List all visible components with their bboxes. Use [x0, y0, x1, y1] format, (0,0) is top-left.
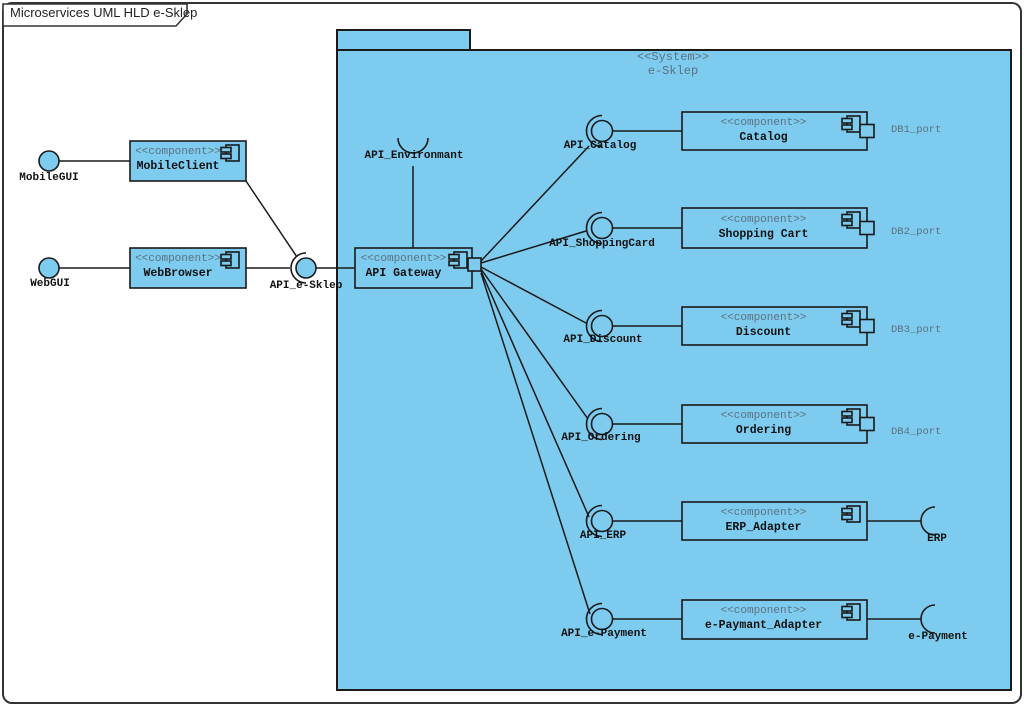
component-box-catalog — [681, 111, 868, 151]
component-name-apigateway: API Gateway — [365, 267, 442, 280]
connector-gateway-apishoppingcard — [480, 230, 587, 264]
stereotype-mobileclient: <<component>> — [135, 146, 221, 158]
socket-arc-e-payment — [920, 604, 936, 634]
port-square-db1 — [859, 123, 875, 139]
connector-gateway-apicatalog — [480, 145, 590, 262]
stereotype-apigateway: <<component>> — [360, 253, 447, 265]
stereotype-catalog: <<component>> — [720, 117, 807, 129]
interface-label-api-catalog: API_Catalog — [563, 140, 637, 152]
component-box-ordering — [681, 404, 868, 444]
interface-label-e-payment: e-Payment — [908, 631, 968, 643]
port-label-db1: DB1_port — [891, 124, 942, 136]
stereotype-erpadapter: <<component>> — [720, 507, 807, 519]
port-square-db2 — [859, 220, 875, 236]
port-label-db2: DB2_port — [891, 226, 942, 238]
actor-ball-webgui — [38, 257, 60, 279]
socket-arc-api-shoppingcard — [585, 211, 603, 245]
frame-title-tab — [2, 3, 188, 27]
socket-arc-api-ordering — [585, 407, 603, 441]
interface-label-erp: ERP — [927, 533, 947, 545]
connector-gateway-apidiscount — [480, 266, 587, 324]
interface-ball-api-erp — [590, 509, 614, 533]
socket-arc-api-environmant — [397, 137, 429, 154]
component-name-mobileclient: MobileClient — [136, 160, 220, 173]
connector-mobileclient-apiesklep — [245, 180, 298, 258]
component-box-erpadapter — [681, 501, 868, 541]
interface-ball-api-e-payment — [590, 607, 614, 631]
port-label-db4: DB4_port — [891, 426, 942, 438]
interface-ball-api-shoppingcard — [590, 216, 614, 240]
component-box-discount — [681, 306, 868, 346]
connector-gateway-apierp — [480, 270, 590, 518]
socket-arc-api-catalog — [585, 114, 603, 148]
system-name: e-Sklep — [647, 64, 699, 78]
interface-ball-api-ordering — [590, 412, 614, 436]
socket-arc-erp — [920, 506, 936, 536]
port-square-db3 — [859, 318, 875, 334]
component-box-shoppingcart — [681, 207, 868, 249]
component-name-epaymantadapter: e-Paymant_Adapter — [704, 619, 823, 632]
interface-label-api-ordering: API_Ordering — [561, 432, 641, 444]
interface-ball-api-discount — [590, 314, 614, 338]
actor-ball-mobilegui — [38, 150, 60, 172]
interface-label-api-e-payment: API_e-Payment — [561, 628, 647, 640]
socket-arc-api-e-sklep — [290, 252, 307, 284]
actor-label-mobilegui: MobileGUI — [19, 172, 79, 184]
stereotype-webbrowser: <<component>> — [135, 253, 221, 265]
component-name-erpadapter: ERP_Adapter — [725, 521, 802, 534]
system-package-tab — [336, 29, 471, 51]
interface-label-api-e-sklep: API_e-Sklep — [269, 280, 343, 292]
socket-arc-api-e-payment — [585, 602, 603, 636]
interface-label-api-shoppingcard: API_ShoppingCard — [549, 238, 655, 250]
component-name-catalog: Catalog — [739, 131, 788, 144]
interface-ball-api-catalog — [590, 119, 614, 143]
stereotype-discount: <<component>> — [720, 312, 807, 324]
component-name-discount: Discount — [735, 326, 792, 339]
port-square-gateway — [467, 257, 482, 272]
connector-gateway-apiepayment — [480, 272, 591, 615]
stereotype-epaymantadapter: <<component>> — [720, 605, 807, 617]
interface-label-api-environmant: API_Environmant — [364, 150, 464, 162]
system-stereotype: <<System>> — [636, 50, 709, 64]
actor-label-webgui: WebGUI — [30, 278, 70, 290]
component-name-webbrowser: WebBrowser — [143, 267, 213, 280]
stereotype-ordering: <<component>> — [720, 410, 807, 422]
component-name-shoppingcart: Shopping Cart — [718, 228, 809, 241]
socket-arc-api-discount — [585, 309, 603, 343]
component-name-ordering: Ordering — [735, 424, 792, 437]
interface-label-api-erp: API_ERP — [579, 530, 627, 542]
socket-arc-api-erp — [585, 504, 603, 538]
stereotype-shoppingcart: <<component>> — [720, 214, 807, 226]
interface-ball-api-e-sklep — [295, 257, 317, 279]
interface-label-api-discount: API_Discount — [563, 334, 643, 346]
component-box-epaymantadapter — [681, 599, 868, 640]
system-package-body — [336, 49, 1012, 691]
connector-gateway-apiordering — [480, 268, 589, 420]
frame-title: Microservices UML HLD e-Sklep — [10, 5, 198, 20]
port-square-db4 — [859, 416, 875, 432]
port-label-db3: DB3_port — [891, 324, 942, 336]
